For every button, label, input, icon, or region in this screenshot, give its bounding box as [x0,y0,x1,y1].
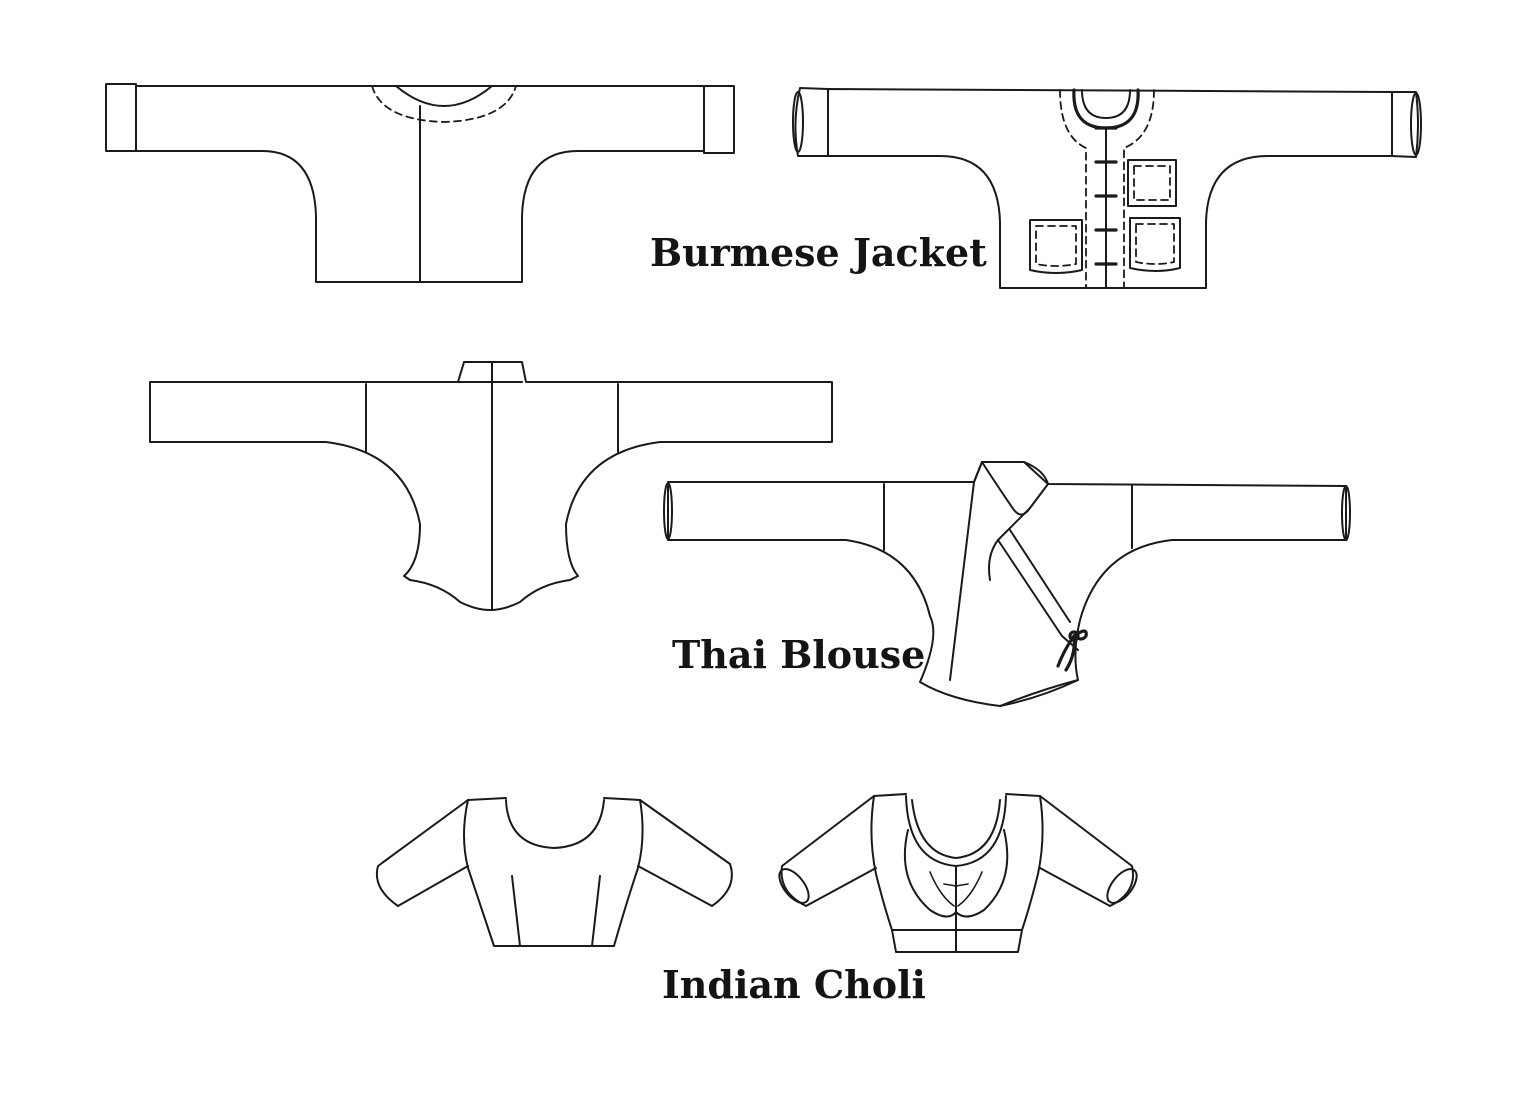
indian-choli-front-neckline-inner [911,799,1001,859]
burmese-jacket-front-right-facing [1123,89,1155,289]
burmese-jacket-label: Burmese Jacket [650,230,987,275]
indian-choli-back-left-sleeve [376,799,469,907]
indian-choli-front-right-sleeve [1039,795,1134,907]
indian-choli-front-left-cuff [778,868,810,904]
indian-choli-front-right-cup [955,829,1009,918]
thai-blouse-front-underlap-edge [949,481,975,681]
thai-blouse-front-wrap-collar-outer [973,461,1049,581]
thai-blouse-front-wrap-edge-inner [1009,529,1071,623]
burmese-jacket-pockets [1029,159,1181,274]
pocket-lower-left [1029,219,1083,274]
indian-choli-front-left-sleeve [780,795,877,907]
indian-choli-front-neckline [905,795,1007,867]
pocket-lower-left-stitch [1035,225,1077,267]
burmese-jacket-back-outline [135,85,705,283]
thai-blouse-label: Thai Blouse [672,632,926,677]
thai-blouse-front-left-cuff-opening [663,482,673,540]
burmese-jacket-front-right-cuff-opening [1410,92,1422,156]
tie-string-left [1056,634,1076,668]
burmese-jacket-back-view [105,83,735,283]
indian-choli-back-shoulders [467,797,641,801]
burmese-jacket-back-neck [395,85,493,107]
indian-choli-back-right-dart [591,875,601,947]
burmese-jacket-front-left-cuff-opening [792,91,804,153]
indian-choli-label: Indian Choli [662,962,926,1007]
thai-blouse-back-view [149,361,833,611]
indian-choli-back-right-sleeve [637,799,733,907]
burmese-jacket-back-right-cuff [703,85,735,154]
thai-blouse-front-view [663,461,1351,707]
indian-choli-back-view [376,797,733,947]
burmese-jacket-front-view [792,87,1422,289]
thai-blouse-front-right-cuff-opening [1341,485,1351,541]
burmese-jacket-front-left-cuff [794,87,829,157]
indian-choli-front-shoulders [873,793,1041,797]
burmese-jacket-front-left-facing [1059,89,1087,289]
thai-blouse-front-hem-curve [999,679,1079,707]
thai-blouse-front-wrap-collar-inner [981,461,1031,516]
pocket-upper-right-stitch [1133,165,1171,201]
burmese-jacket-front-outline [827,88,1393,289]
thai-blouse-front-outline [667,461,1347,707]
pocket-upper-right [1127,159,1177,207]
indian-choli-back-left-dart [511,875,521,947]
burmese-jacket-back-neck-facing [371,85,517,123]
pocket-lower-right-stitch [1135,223,1175,265]
burmese-jacket-frog-closures [1094,126,1118,266]
indian-choli-back-neckline [505,799,605,849]
indian-choli-back-outline [463,799,644,947]
tie-string-right [1064,634,1076,672]
burmese-jacket-front-neck [1081,89,1131,119]
pocket-lower-right [1129,217,1181,272]
indian-choli-front-right-cuff [1106,868,1138,904]
thai-blouse-back-outline [149,361,833,611]
tie-loop [1072,629,1088,641]
indian-choli-front-view [778,793,1138,953]
thai-blouse-tie [1056,629,1088,672]
indian-choli-front-waistband [891,929,1023,953]
indian-choli-front-left-cup [903,829,957,918]
burmese-jacket-back-left-cuff [105,83,137,152]
